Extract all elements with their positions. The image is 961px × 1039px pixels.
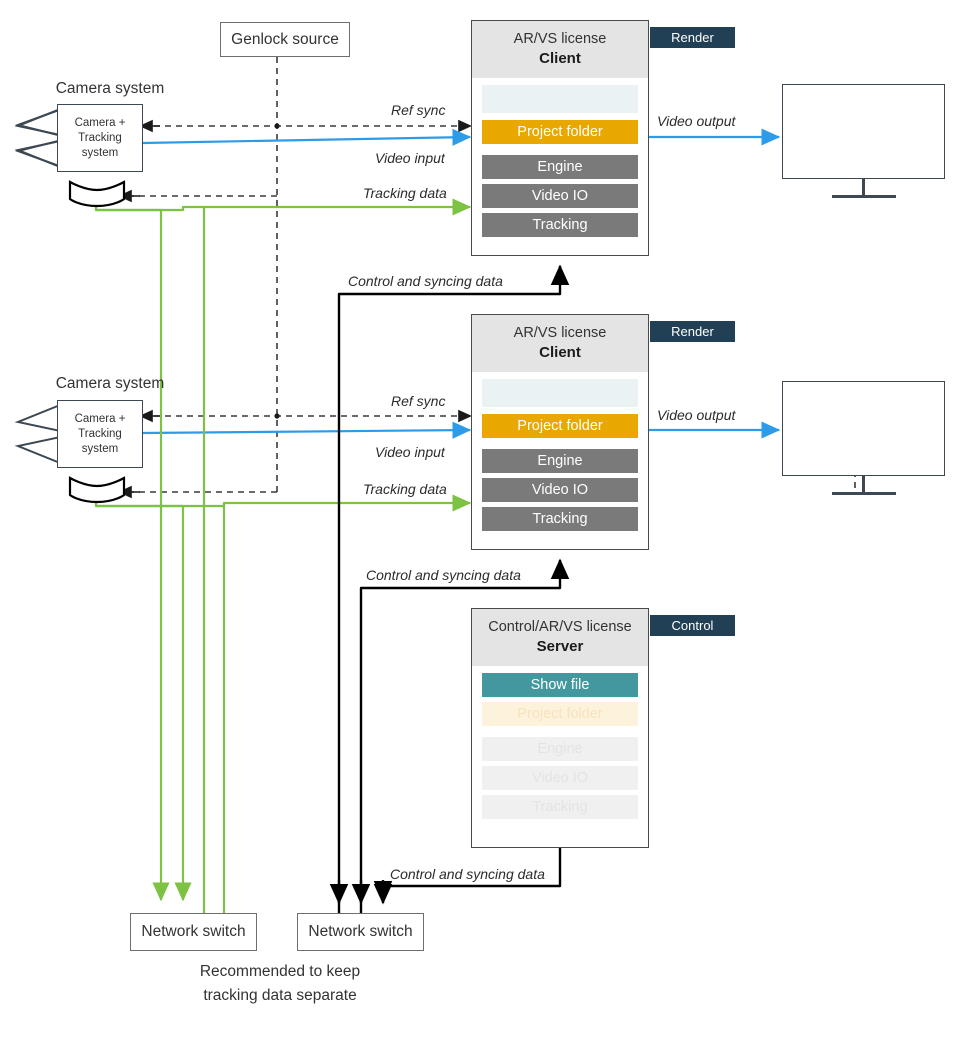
label-control-sync-1: Control and syncing data: [348, 273, 503, 289]
server-control-badge: Control: [650, 615, 735, 636]
monitor-2-foot: [832, 492, 896, 495]
client-2-row-project-folder[interactable]: Project folder: [482, 414, 638, 438]
client-1-header: AR/VS license Client: [472, 21, 648, 78]
monitor-1: [782, 84, 945, 179]
client-1-row-engine[interactable]: Engine: [482, 155, 638, 179]
network-switch-tracking-label: Network switch: [141, 923, 246, 940]
server-machine[interactable]: Control/AR/VS license Server Show file P…: [471, 608, 649, 848]
camera-box-line-2: Tracking: [78, 427, 122, 440]
genlock-source-label: Genlock source: [231, 30, 339, 48]
client-2-row-engine[interactable]: Engine: [482, 449, 638, 473]
camera-system-1-caption: Camera system: [55, 80, 165, 97]
label-video-output-1: Video output: [657, 113, 736, 129]
client-1-license: AR/VS license: [513, 31, 607, 47]
monitor-2: [782, 381, 945, 476]
camera-tracking-system-box-2[interactable]: Camera + Tracking system: [57, 400, 143, 468]
client-2-row-video-io[interactable]: Video IO: [482, 478, 638, 502]
camera-box-line-3: system: [81, 146, 119, 159]
client-2-row-blank: [482, 379, 638, 407]
client-machine-2[interactable]: AR/VS license Client Project folder Engi…: [471, 314, 649, 550]
network-switch-control[interactable]: Network switch: [297, 913, 424, 951]
label-control-sync-3: Control and syncing data: [390, 866, 545, 882]
tracking-receiver-icon-2: [68, 476, 126, 504]
camera-box-line-1: Camera +: [74, 116, 126, 129]
client-1-render-badge: Render: [650, 27, 735, 48]
client-2-role: Client: [539, 344, 581, 361]
client-1-row-blank: [482, 85, 638, 113]
tracking-note-line-1: Recommended to keep: [199, 963, 361, 980]
client-1-role: Client: [539, 50, 581, 67]
client-2-module-list: Project folder Engine Video IO Tracking: [472, 372, 648, 545]
tracking-receiver-icon-1: [68, 180, 126, 208]
client-1-row-video-io[interactable]: Video IO: [482, 184, 638, 208]
label-ref-sync-1: Ref sync: [391, 102, 446, 118]
client-2-header: AR/VS license Client: [472, 315, 648, 372]
camera-box-line-1: Camera +: [74, 412, 126, 425]
server-row-engine: Engine: [482, 737, 638, 761]
label-control-sync-2: Control and syncing data: [366, 567, 521, 583]
network-switch-tracking[interactable]: Network switch: [130, 913, 257, 951]
label-video-input-2: Video input: [375, 444, 445, 460]
tracking-note-line-2: tracking data separate: [203, 987, 357, 1004]
server-header: Control/AR/VS license Server: [472, 609, 648, 666]
camera-box-line-3: system: [81, 442, 119, 455]
client-2-row-tracking[interactable]: Tracking: [482, 507, 638, 531]
camera-system-2-caption: Camera system: [55, 375, 165, 392]
client-2-license: AR/VS license: [513, 325, 607, 341]
client-1-row-project-folder[interactable]: Project folder: [482, 120, 638, 144]
label-video-input-1: Video input: [375, 150, 445, 166]
client-1-module-list: Project folder Engine Video IO Tracking: [472, 78, 648, 251]
client-machine-1[interactable]: AR/VS license Client Project folder Engi…: [471, 20, 649, 256]
label-tracking-data-1: Tracking data: [363, 185, 447, 201]
monitor-1-foot: [832, 195, 896, 198]
server-row-video-io: Video IO: [482, 766, 638, 790]
server-role: Server: [536, 638, 584, 655]
genlock-source-box[interactable]: Genlock source: [220, 22, 350, 57]
network-switch-control-label: Network switch: [308, 923, 413, 940]
tracking-separation-note: Recommended to keep tracking data separa…: [120, 960, 440, 1008]
server-row-project-folder: Project folder: [482, 702, 638, 726]
label-ref-sync-2: Ref sync: [391, 393, 446, 409]
server-license: Control/AR/VS license: [488, 619, 632, 635]
camera-box-line-2: Tracking: [78, 131, 122, 144]
client-1-row-tracking[interactable]: Tracking: [482, 213, 638, 237]
server-row-tracking: Tracking: [482, 795, 638, 819]
client-2-render-badge: Render: [650, 321, 735, 342]
server-module-list: Show file Project folder Engine Video IO…: [472, 666, 648, 833]
label-video-output-2: Video output: [657, 407, 736, 423]
monitor-1-neck: [862, 179, 865, 197]
server-row-show-file[interactable]: Show file: [482, 673, 638, 697]
monitor-2-neck: [862, 476, 865, 494]
camera-tracking-system-box-1[interactable]: Camera + Tracking system: [57, 104, 143, 172]
label-tracking-data-2: Tracking data: [363, 481, 447, 497]
